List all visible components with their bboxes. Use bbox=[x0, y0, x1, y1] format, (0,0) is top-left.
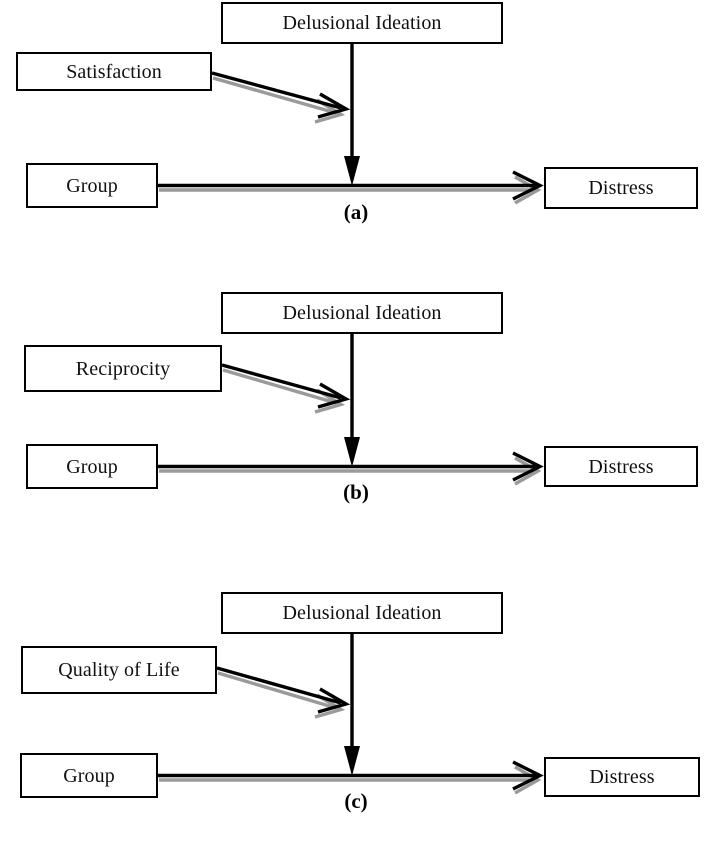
node-label: Delusional Ideation bbox=[282, 12, 442, 34]
panel-caption-b: (b) bbox=[343, 480, 369, 504]
node-label: Reciprocity bbox=[75, 357, 171, 380]
panel-b: Delusional Ideation Reciprocity Group Di… bbox=[0, 290, 712, 530]
panel-c: Delusional Ideation Quality of Life Grou… bbox=[0, 590, 712, 851]
node-distress[interactable]: Distress bbox=[544, 167, 698, 209]
node-label: Distress bbox=[589, 766, 655, 788]
edge-delusional-ideation-to-path bbox=[344, 334, 360, 467]
node-reciprocity[interactable]: Reciprocity bbox=[24, 345, 222, 392]
node-delusional-ideation[interactable]: Delusional Ideation bbox=[221, 592, 503, 634]
node-distress[interactable]: Distress bbox=[544, 757, 700, 797]
node-delusional-ideation[interactable]: Delusional Ideation bbox=[221, 2, 503, 44]
node-satisfaction[interactable]: Satisfaction bbox=[16, 52, 212, 91]
node-label: Distress bbox=[588, 177, 654, 199]
node-group[interactable]: Group bbox=[26, 444, 158, 489]
node-label: Quality of Life bbox=[58, 659, 180, 681]
edge-delusional-ideation-to-path bbox=[344, 634, 360, 776]
node-group[interactable]: Group bbox=[20, 753, 158, 798]
node-label: Delusional Ideation bbox=[282, 602, 442, 624]
node-delusional-ideation[interactable]: Delusional Ideation bbox=[221, 292, 503, 334]
node-distress[interactable]: Distress bbox=[544, 446, 698, 487]
node-label: Group bbox=[63, 764, 115, 787]
panel-caption-c: (c) bbox=[344, 789, 368, 813]
panel-a: Delusional Ideation Satisfaction Group D… bbox=[0, 0, 712, 240]
edge-group-to-distress bbox=[158, 170, 544, 205]
panel-caption-a: (a) bbox=[343, 200, 369, 224]
node-label: Satisfaction bbox=[66, 60, 162, 83]
node-label: Distress bbox=[588, 455, 654, 478]
node-label: Group bbox=[66, 174, 118, 197]
node-quality-of-life[interactable]: Quality of Life bbox=[21, 646, 217, 694]
edge-satisfaction-to-mediator bbox=[211, 71, 351, 124]
edge-delusional-ideation-to-path bbox=[344, 44, 360, 186]
node-label: Delusional Ideation bbox=[282, 302, 442, 324]
edge-quality-of-life-to-mediator bbox=[216, 666, 351, 719]
edge-reciprocity-to-mediator bbox=[221, 363, 351, 414]
node-group[interactable]: Group bbox=[26, 163, 158, 208]
node-label: Group bbox=[66, 455, 118, 478]
